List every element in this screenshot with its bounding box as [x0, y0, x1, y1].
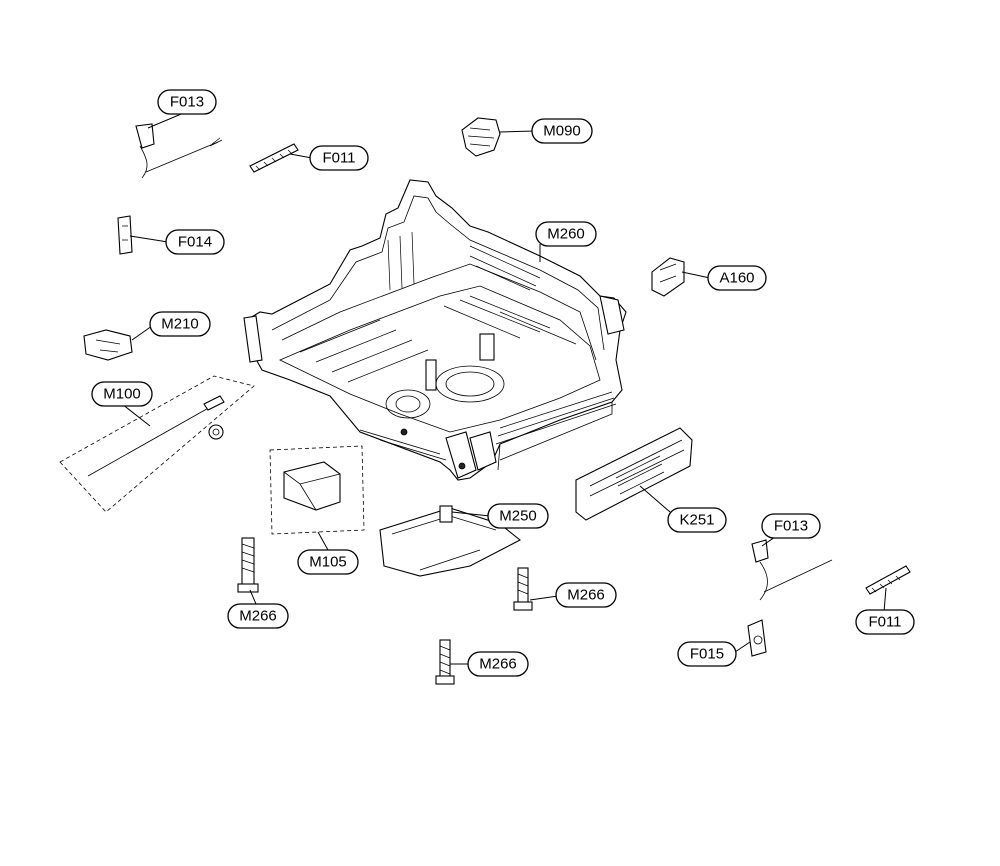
callout-label: M105 — [309, 554, 347, 571]
callout-label: M250 — [499, 508, 537, 525]
callout-label: F013 — [170, 94, 204, 111]
f013-right-spring-part — [751, 539, 833, 601]
callout-m260: M260 — [535, 221, 597, 247]
m100-kit — [59, 375, 255, 513]
callout-label: A160 — [719, 270, 754, 287]
callout-f015: F015 — [677, 641, 737, 667]
m250-part — [379, 505, 522, 577]
callout-label: M260 — [547, 226, 585, 243]
f011-right-spring-part — [865, 565, 911, 595]
a160-part — [651, 257, 685, 297]
base-frame-part — [243, 179, 627, 481]
callout-label: K251 — [679, 512, 714, 529]
k251-part — [575, 427, 693, 521]
f013-spring-part — [135, 123, 223, 179]
callout-label: M210 — [161, 316, 199, 333]
callout-label: F014 — [178, 234, 212, 251]
callout-label: F011 — [322, 150, 355, 167]
callout-label: M100 — [103, 386, 141, 403]
callout-f011-b: F011 — [855, 609, 915, 635]
callout-m266-b: M266 — [555, 582, 617, 608]
f011-spring-part — [249, 143, 299, 173]
callout-m105: M105 — [297, 549, 359, 575]
f014-part — [117, 215, 133, 255]
m266-screw-c — [435, 639, 455, 685]
m266-screw-a — [237, 537, 259, 593]
m266-screw-b — [513, 567, 533, 611]
callout-k251: K251 — [667, 507, 727, 533]
callout-m266-a: M266 — [227, 603, 289, 629]
callout-m100: M100 — [91, 381, 153, 407]
m105-part — [269, 445, 365, 535]
callout-label: M266 — [239, 608, 277, 625]
callout-m250: M250 — [487, 503, 549, 529]
callout-label: M266 — [479, 656, 517, 673]
callout-label: F015 — [690, 646, 724, 663]
callout-f011-a: F011 — [309, 145, 369, 171]
callout-m090: M090 — [531, 118, 593, 144]
callout-m210: M210 — [149, 311, 211, 337]
callout-a160: A160 — [707, 265, 767, 291]
callout-f014: F014 — [165, 229, 225, 255]
m090-part — [461, 117, 501, 157]
callout-f013-a: F013 — [157, 89, 217, 115]
callout-label: M090 — [543, 123, 581, 140]
f015-part — [747, 619, 767, 657]
callout-label: M266 — [567, 587, 605, 604]
callout-label: F011 — [868, 614, 901, 631]
m210-part — [83, 329, 133, 361]
callout-label: F013 — [774, 518, 808, 535]
callout-f013-b: F013 — [761, 513, 821, 539]
callout-m266-c: M266 — [467, 651, 529, 677]
